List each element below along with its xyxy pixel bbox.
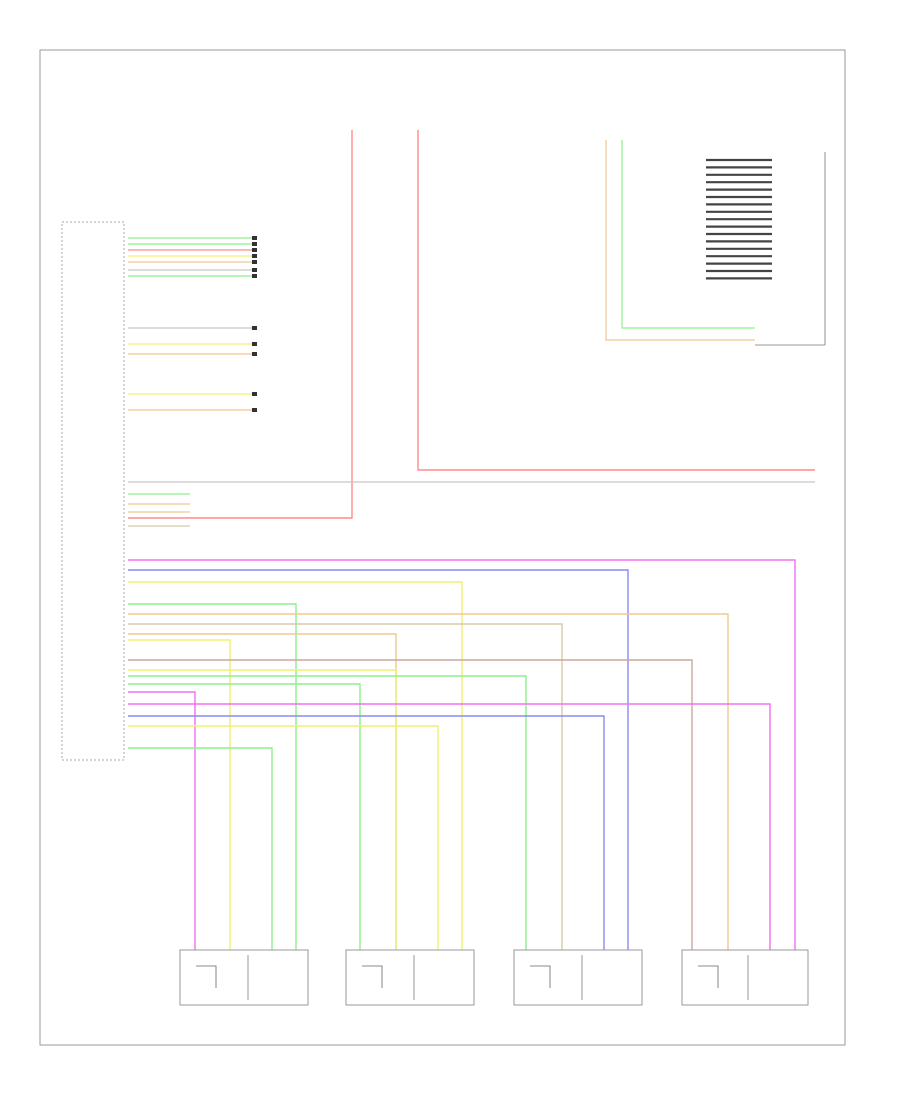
connector-pin — [252, 342, 257, 346]
connector-pin — [252, 260, 257, 264]
connector-pin — [252, 254, 257, 258]
wire-harness — [128, 683, 361, 950]
wire-harness — [128, 613, 729, 950]
wire-harness — [128, 603, 297, 950]
fuse-stack — [706, 158, 772, 280]
wire-orange-right — [605, 140, 755, 341]
connector-pin — [252, 392, 257, 396]
wire-harness — [128, 581, 463, 950]
wire-harness — [128, 639, 231, 950]
diagram-border — [39, 49, 846, 1046]
switch-box-1 — [179, 949, 309, 1006]
connector-pin — [252, 408, 257, 412]
wire-harness — [128, 559, 796, 950]
wire-harness — [128, 715, 605, 950]
wire-green-right — [621, 140, 755, 329]
wire-red-b — [417, 130, 815, 471]
wire-harness — [128, 633, 397, 950]
connector-pin — [252, 248, 257, 252]
connector-pin — [252, 352, 257, 356]
wire-harness — [128, 659, 693, 950]
connector-pin — [252, 242, 257, 246]
wire-harness — [128, 623, 563, 950]
wire-harness — [128, 747, 273, 950]
wire-harness — [128, 569, 629, 950]
connector-pin — [252, 268, 257, 272]
switch-box-2 — [345, 949, 475, 1006]
seat-control-module — [61, 221, 125, 761]
connector-terminals — [252, 236, 257, 412]
wire-red-a — [128, 130, 353, 519]
wire-harness — [128, 669, 397, 950]
wire-harness — [128, 691, 196, 950]
connector-pin — [252, 236, 257, 240]
switch-box-4 — [681, 949, 809, 1006]
wire-harness — [128, 675, 527, 950]
right-connector-block — [755, 152, 826, 346]
wire-bundle — [128, 130, 815, 950]
wire-harness — [128, 703, 771, 950]
connector-pin — [252, 274, 257, 278]
switch-box-3 — [513, 949, 643, 1006]
connector-pin — [252, 326, 257, 330]
wire-harness — [128, 725, 439, 950]
